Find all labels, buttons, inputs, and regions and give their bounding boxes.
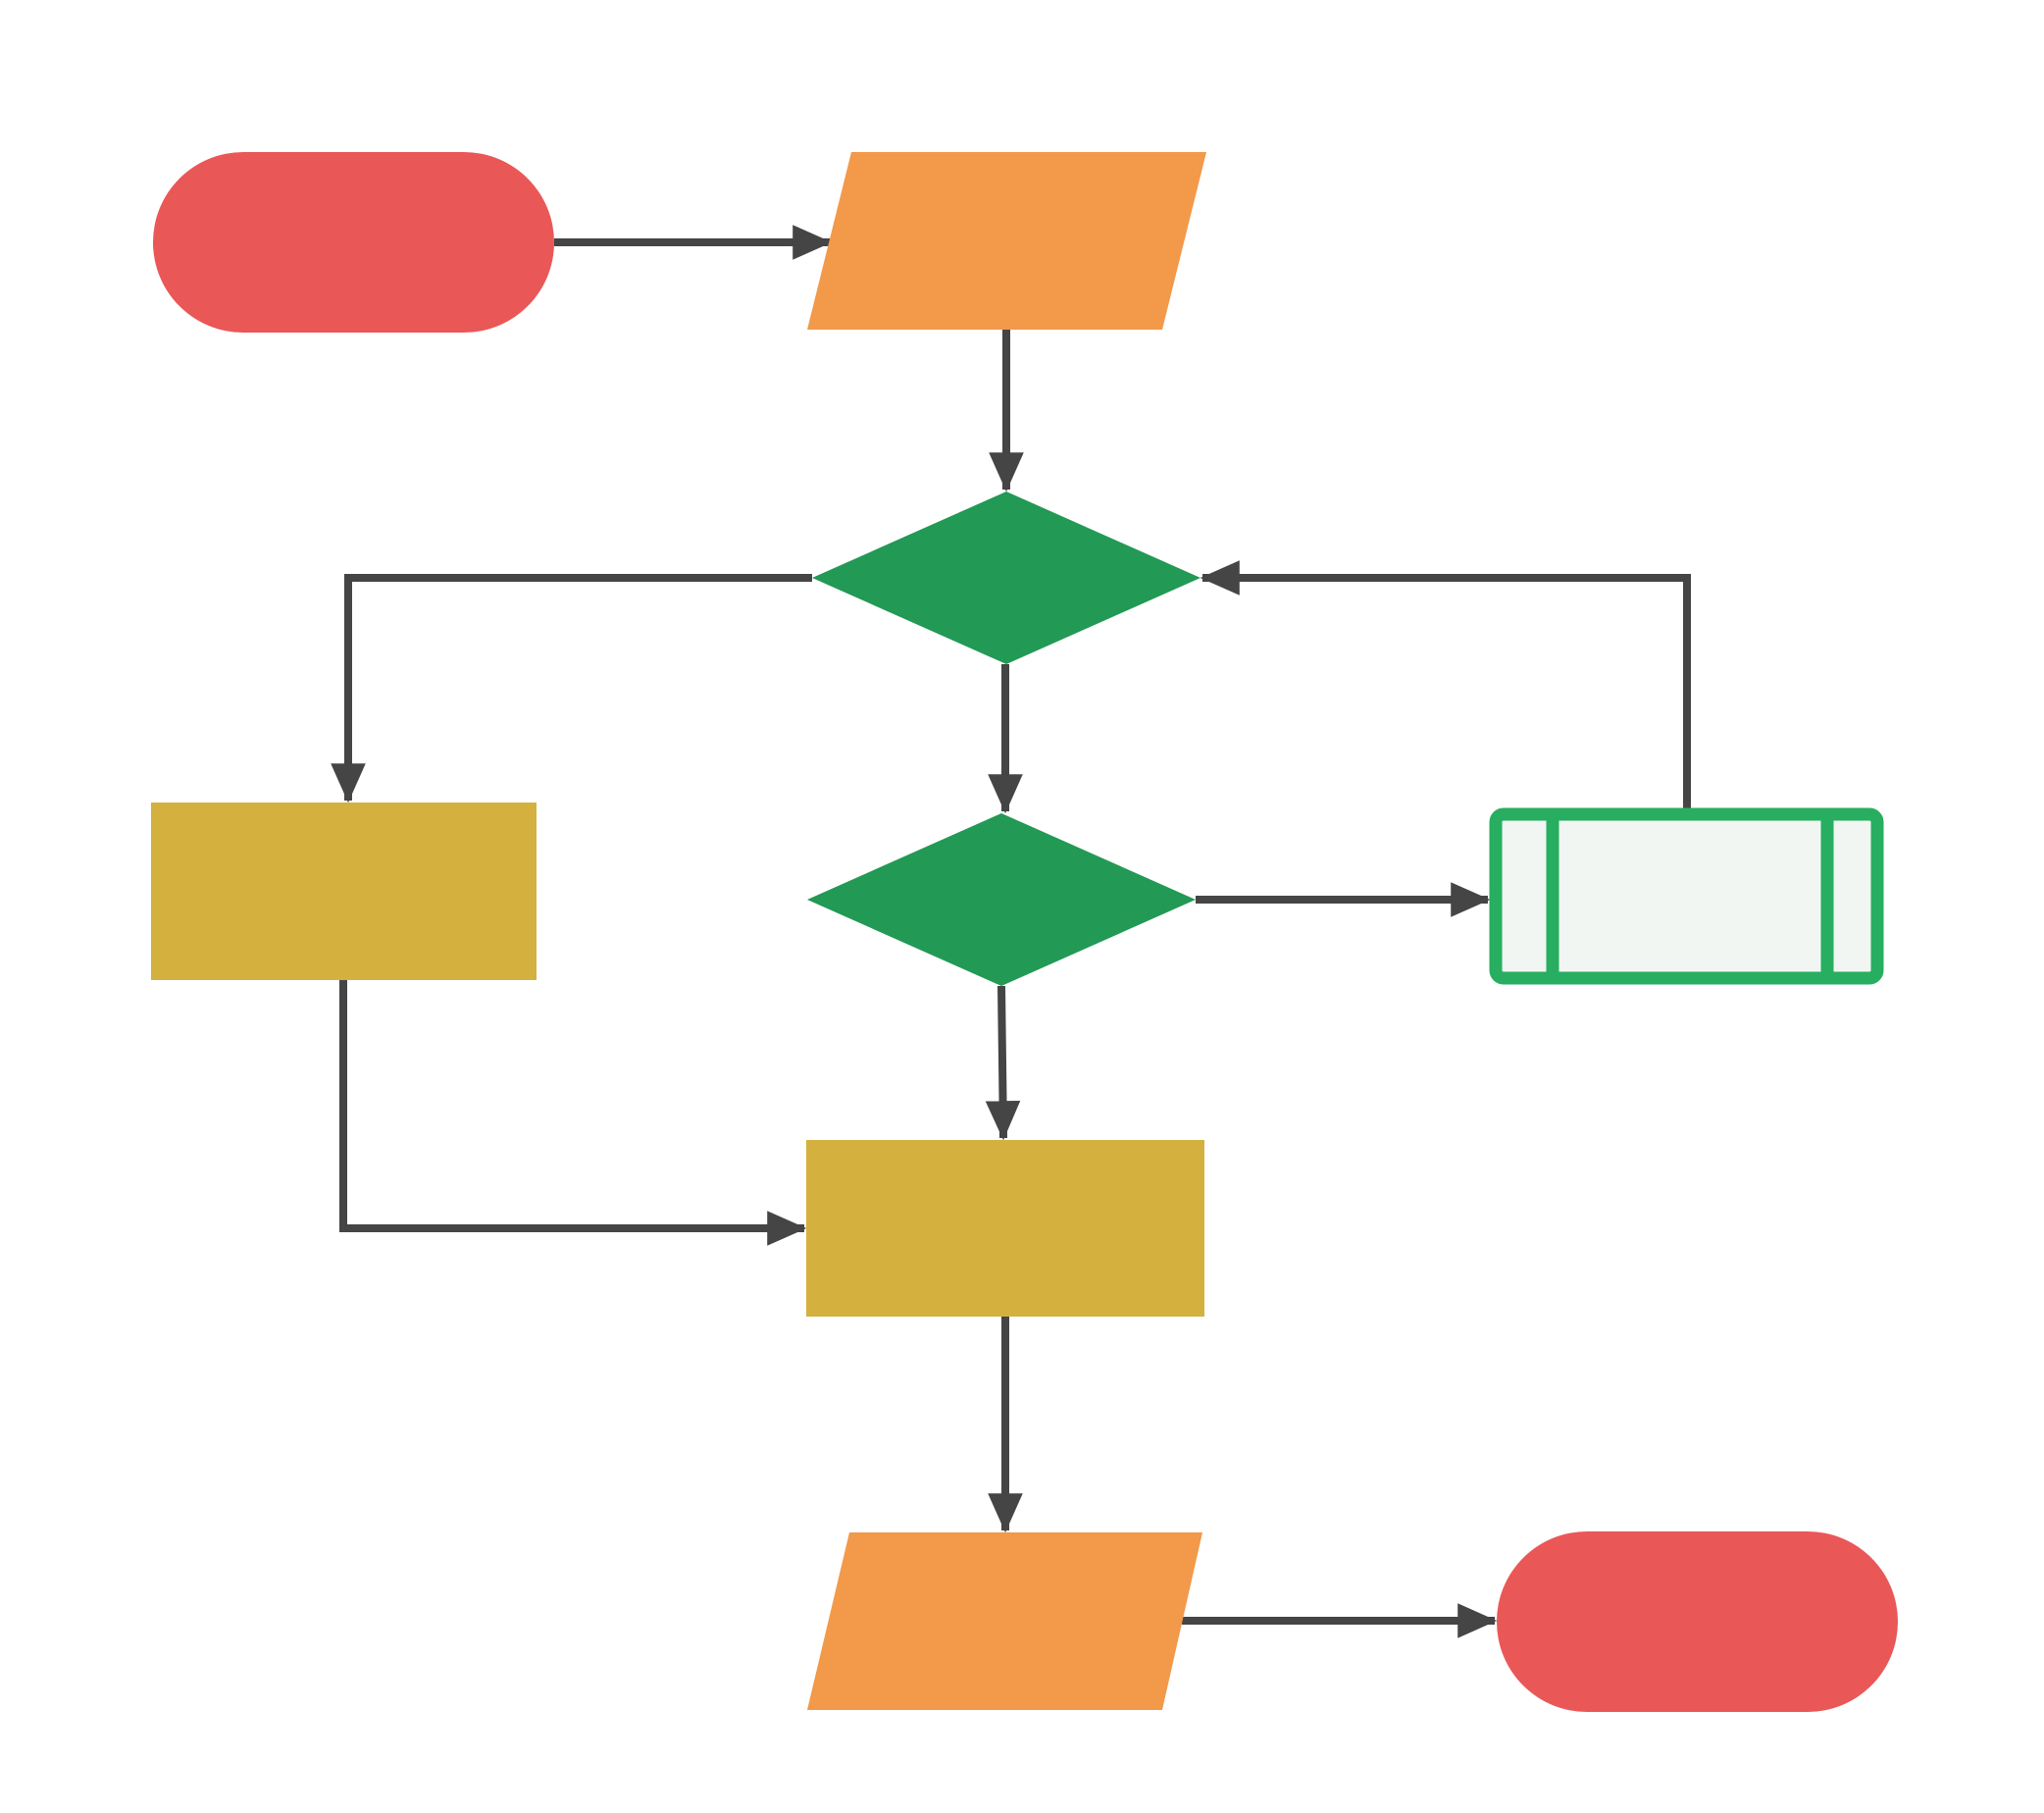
decision-diamond-2-node[interactable]	[807, 813, 1196, 986]
predefined-process-border	[1489, 807, 1884, 985]
process-rect-left-node[interactable]	[151, 803, 537, 980]
edge-decision-1-to-process-left[interactable]	[331, 574, 812, 803]
edge-process-left-to-process-mid[interactable]	[339, 980, 807, 1246]
start-terminator-node[interactable]	[153, 152, 554, 333]
decision-diamond-1-node[interactable]	[812, 492, 1201, 664]
io-parallelogram-top-node[interactable]	[807, 152, 1206, 330]
end-terminator-node[interactable]	[1497, 1531, 1898, 1712]
predefined-process-node[interactable]	[1489, 807, 1884, 985]
edge-decision-2-to-process-mid[interactable]	[985, 985, 1021, 1141]
predefined-process-fill	[1496, 814, 1877, 978]
io-parallelogram-bottom-node[interactable]	[807, 1532, 1202, 1710]
edge-subroutine-to-decision-1[interactable]	[1200, 560, 1691, 808]
process-rect-center-node[interactable]	[806, 1140, 1204, 1317]
